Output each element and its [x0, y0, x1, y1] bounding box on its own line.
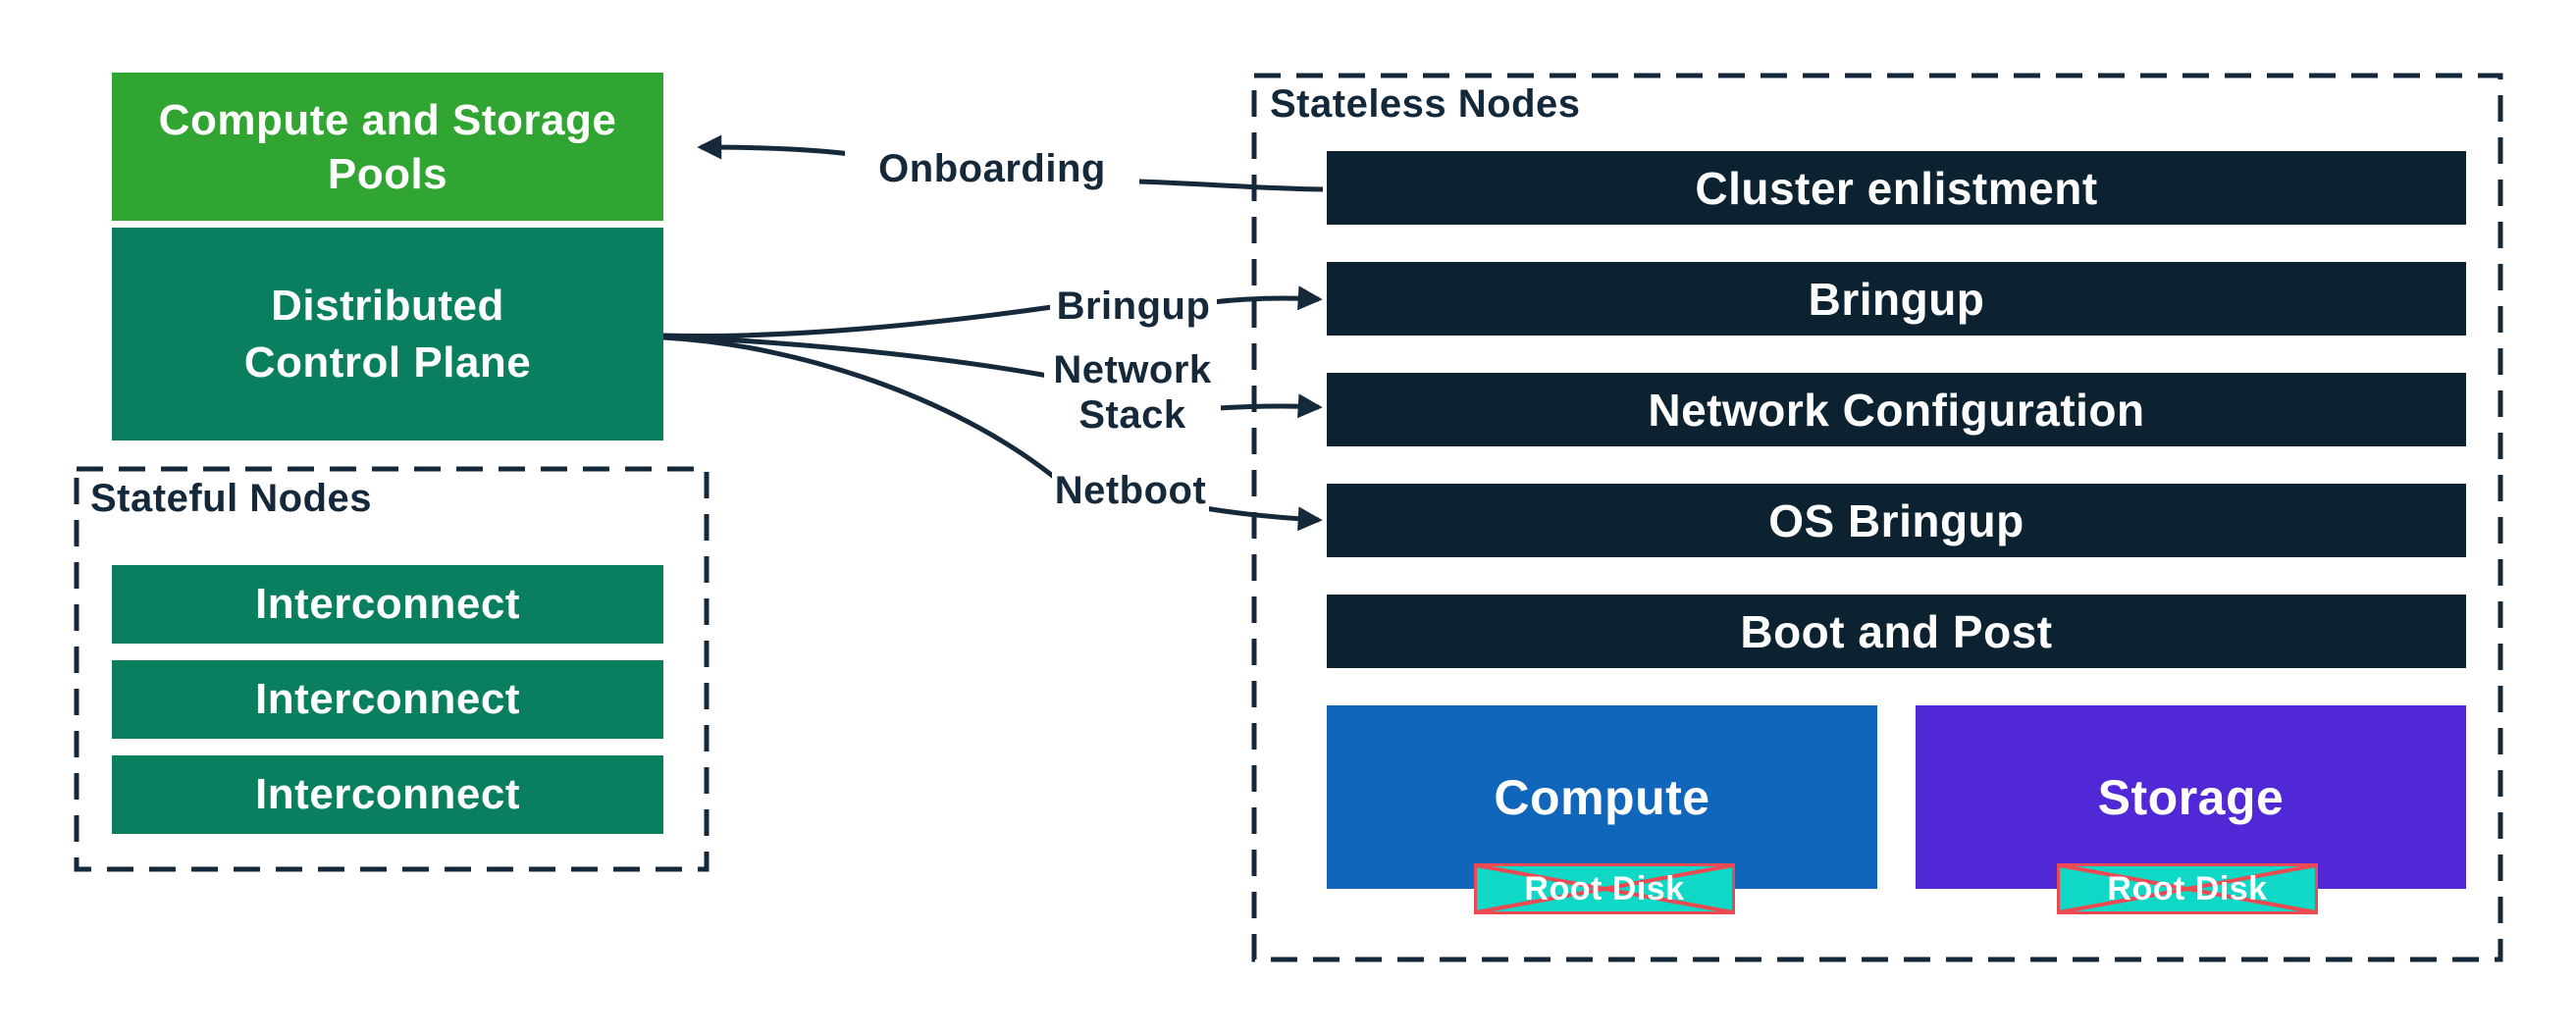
- interconnect-box: Interconnect: [112, 565, 663, 644]
- compute-pool-box: Compute: [1327, 705, 1877, 889]
- flow-lines: [662, 134, 1324, 532]
- root-disk-label: Root Disk: [2107, 869, 2268, 907]
- storage-root-disk-badge: Root Disk: [2057, 863, 2318, 914]
- root-disk-label: Root Disk: [1524, 869, 1685, 907]
- interconnect-box: Interconnect: [112, 755, 663, 834]
- step-boot-and-post: Boot and Post: [1327, 595, 2466, 668]
- distributed-control-plane-box: Distributed Control Plane: [112, 228, 663, 440]
- step-cluster-enlistment: Cluster enlistment: [1327, 151, 2466, 225]
- netboot-fan-line: [662, 335, 1068, 489]
- crossed-out-icon: [2058, 863, 2317, 914]
- storage-pool-box: Storage: [1916, 705, 2466, 889]
- compute-root-disk-badge: Root Disk: [1474, 863, 1735, 914]
- bringup-label: Bringup: [1050, 282, 1217, 331]
- network-stack-label: Network Stack: [1044, 345, 1221, 440]
- netboot-label: Netboot: [1052, 466, 1209, 515]
- netboot-arrow: [1204, 505, 1323, 532]
- network-stack-arrow: [1216, 393, 1323, 419]
- bringup-fan-line: [662, 304, 1053, 338]
- crossed-out-icon: [1475, 863, 1734, 914]
- step-network-configuration: Network Configuration: [1327, 373, 2466, 446]
- onboarding-line-right: [1106, 178, 1324, 192]
- stateful-nodes-title: Stateful Nodes: [90, 477, 373, 520]
- onboarding-label: Onboarding: [845, 144, 1139, 193]
- bringup-arrow: [1211, 285, 1323, 311]
- interconnect-box: Interconnect: [112, 660, 663, 739]
- stateless-nodes-title: Stateless Nodes: [1270, 82, 1581, 126]
- step-bringup: Bringup: [1327, 262, 2466, 336]
- network-stack-fan-line: [662, 334, 1049, 379]
- compute-storage-pools-box: Compute and Storage Pools: [112, 73, 663, 221]
- step-os-bringup: OS Bringup: [1327, 484, 2466, 557]
